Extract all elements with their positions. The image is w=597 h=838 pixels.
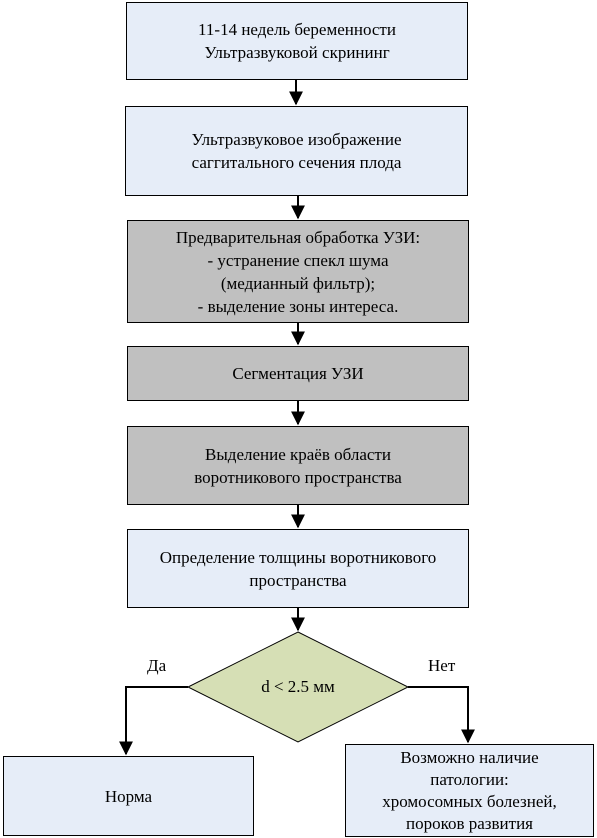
step-text: Предварительная обработка УЗИ: <box>175 227 421 247</box>
step-text: Сегментация УЗИ <box>232 364 364 383</box>
arrow-no <box>408 686 475 744</box>
step-text: Определение толщины воротникового <box>159 547 437 567</box>
outcome-text: патологии: <box>430 769 509 789</box>
step-ultrasound-image: Ультразвуковое изображение саггитального… <box>125 106 468 196</box>
step-screening: 11-14 недель беременности Ультразвуковой… <box>126 2 468 80</box>
outcome-text: Возможно наличие <box>400 747 539 767</box>
yes-label: Да <box>147 656 167 675</box>
step-edge-detection: Выделение краёв области воротникового пр… <box>127 426 469 505</box>
outcome-text: Норма <box>104 786 153 806</box>
outcome-norm: Норма <box>3 756 254 836</box>
no-label: Нет <box>428 656 456 675</box>
step-text: воротникового пространства <box>194 467 402 487</box>
arrow-yes <box>119 686 188 756</box>
step-text: саггитального сечения плода <box>191 153 402 172</box>
step-text: 11-14 недель беременности <box>198 20 396 39</box>
step-text: - устранение спекл шума <box>207 250 389 270</box>
step-text: Ультразвуковое изображение <box>191 130 402 149</box>
step-thickness-measurement: Определение толщины воротникового простр… <box>127 529 469 608</box>
decision-condition: d < 2.5 мм <box>261 677 335 696</box>
outcome-pathology: Возможно наличие патологии: хромосомных … <box>345 744 594 837</box>
step-text: Ультразвуковой скрининг <box>204 43 390 62</box>
outcome-text: пороков развития <box>405 813 533 833</box>
decision-diamond <box>186 631 410 743</box>
step-segmentation: Сегментация УЗИ <box>127 346 469 401</box>
step-text: - выделение зоны интереса. <box>197 296 399 316</box>
step-text: пространства <box>249 570 347 590</box>
outcome-text: хромосомных болезней, <box>382 791 557 811</box>
step-text: (медианный фильтр); <box>220 273 376 293</box>
step-text: Выделение краёв области <box>205 444 391 464</box>
step-preprocessing: Предварительная обработка УЗИ: - устране… <box>127 220 469 323</box>
